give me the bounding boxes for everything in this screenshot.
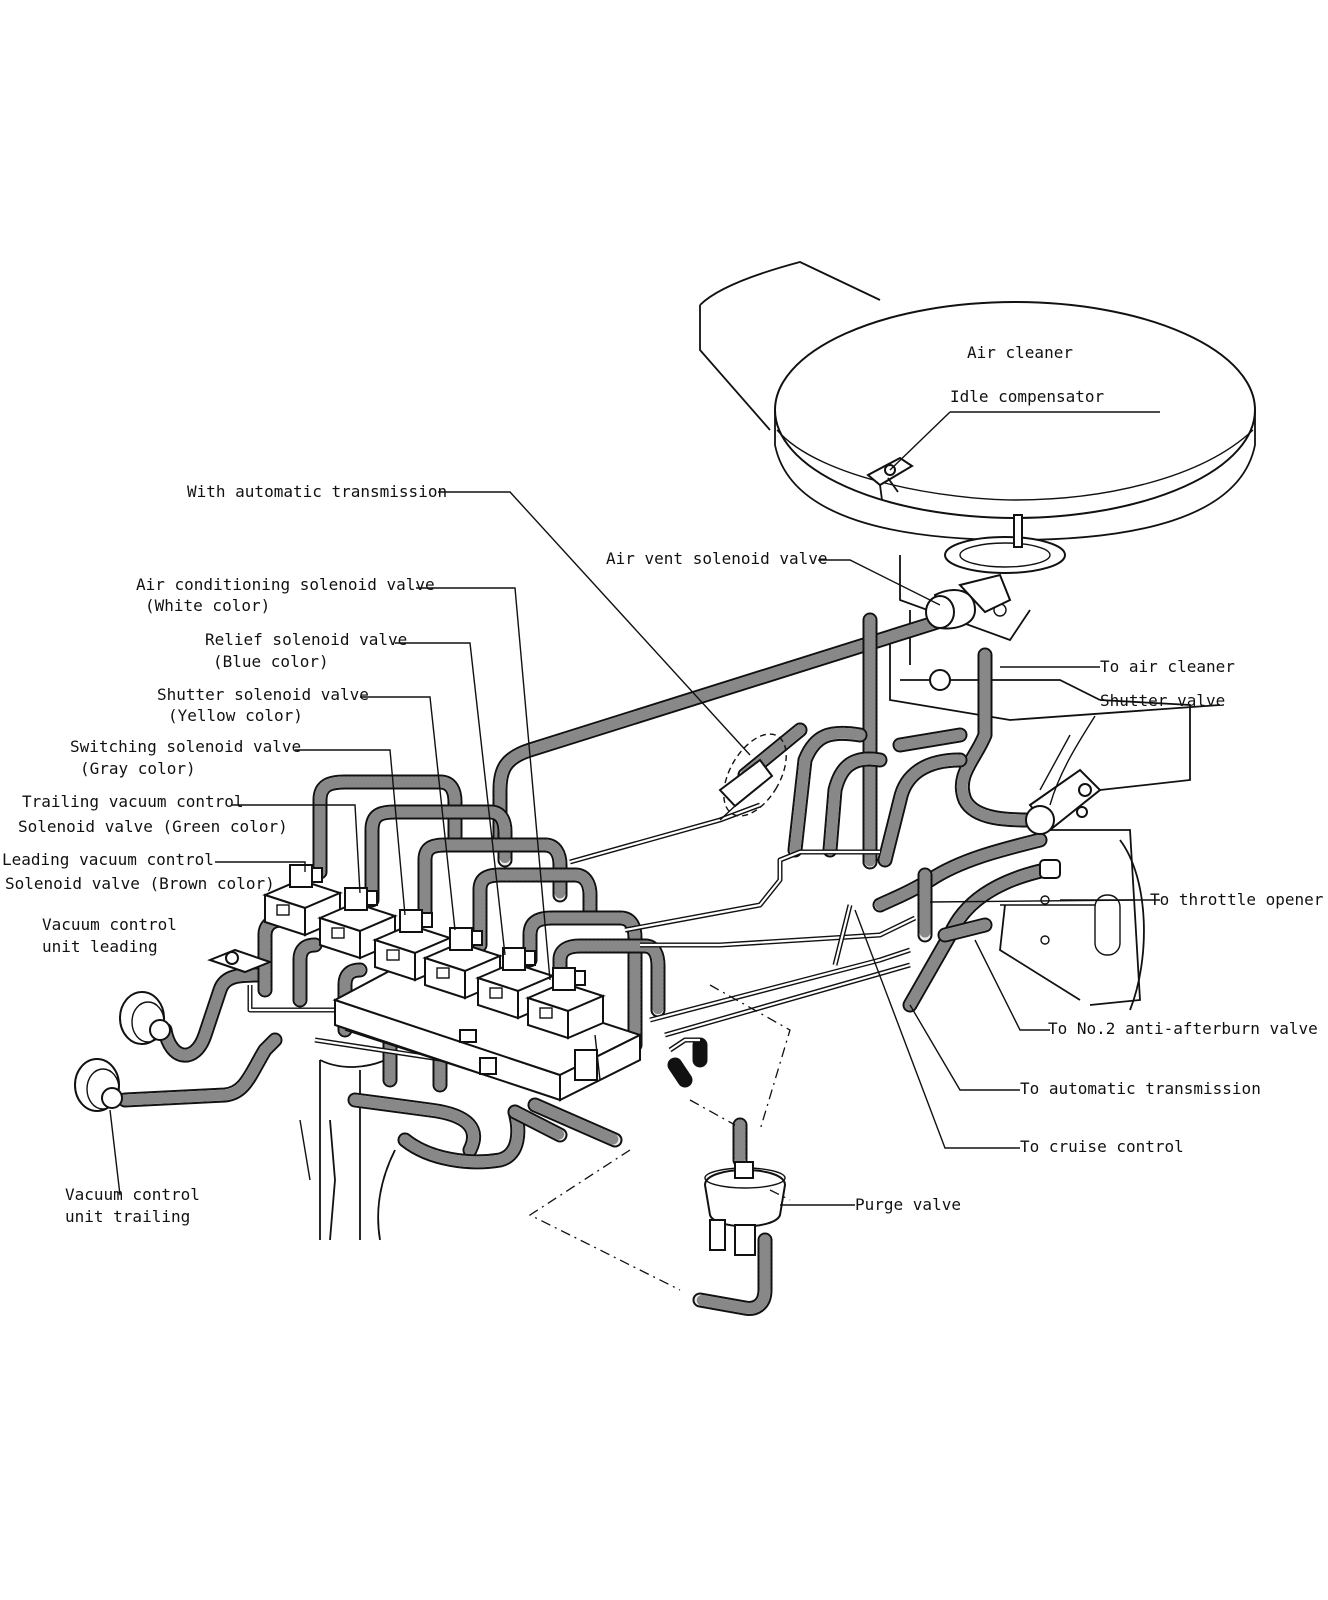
leader-lines xyxy=(109,411,1160,1206)
label-switching-solenoid-valve: Switching solenoid valve xyxy=(70,737,301,756)
label-with-automatic-transmission: With automatic transmission xyxy=(187,482,447,501)
labels: Air cleaner Idle compensator With automa… xyxy=(2,343,1324,1226)
purge-valve-part xyxy=(703,1161,787,1256)
label-leading-solenoid-valve-brown: Solenoid valve (Brown color) xyxy=(5,874,275,893)
label-white-color: (White color) xyxy=(145,596,270,615)
vacuum-hoses xyxy=(117,610,1053,1316)
shutter-valve-part xyxy=(1025,734,1102,835)
solenoid-valve-air-conditioning-white xyxy=(525,967,606,1040)
label-vacuum-control-unit-leading-1: Vacuum control xyxy=(42,915,177,934)
engine-outline xyxy=(299,261,1221,1241)
automatic-transmission-group xyxy=(718,733,787,821)
label-to-no2-anti-afterburn-valve: To No.2 anti-afterburn valve xyxy=(1048,1019,1318,1038)
label-air-conditioning-solenoid-valve: Air conditioning solenoid valve xyxy=(136,575,435,594)
label-to-cruise-control: To cruise control xyxy=(1020,1137,1184,1156)
solenoid-valve-trailing-green xyxy=(317,887,398,960)
solenoid-valve-shutter-yellow xyxy=(422,927,503,1000)
label-yellow-color: (Yellow color) xyxy=(168,706,303,725)
label-idle-compensator: Idle compensator xyxy=(950,387,1104,406)
vacuum-control-unit-leading xyxy=(119,991,171,1045)
solenoid-valve-bank xyxy=(332,958,643,1102)
label-to-air-cleaner: To air cleaner xyxy=(1100,657,1235,676)
label-shutter-solenoid-valve: Shutter solenoid valve xyxy=(157,685,369,704)
mounting-bracket xyxy=(207,948,273,974)
label-leading-vacuum-control: Leading vacuum control xyxy=(2,850,214,869)
label-air-cleaner: Air cleaner xyxy=(967,343,1073,362)
label-to-throttle-opener: To throttle opener xyxy=(1150,890,1324,909)
vacuum-control-unit-trailing xyxy=(74,1058,123,1112)
label-to-automatic-transmission: To automatic transmission xyxy=(1020,1079,1261,1098)
label-vacuum-control-unit-leading-2: unit leading xyxy=(42,937,158,956)
label-purge-valve: Purge valve xyxy=(855,1195,961,1214)
label-blue-color: (Blue color) xyxy=(213,652,329,671)
air-cleaner-housing xyxy=(774,301,1256,541)
solenoid-valve-switching-gray xyxy=(372,909,453,982)
air-vent-solenoid-valve xyxy=(925,573,1012,630)
solenoid-valve-leading-brown xyxy=(262,864,343,937)
throttle-opener-connector xyxy=(1039,859,1061,879)
label-trailing-solenoid-valve-green: Solenoid valve (Green color) xyxy=(18,817,288,836)
label-vacuum-control-unit-trailing-1: Vacuum control xyxy=(65,1185,200,1204)
label-relief-solenoid-valve: Relief solenoid valve xyxy=(205,630,407,649)
label-vacuum-control-unit-trailing-2: unit trailing xyxy=(65,1207,190,1226)
label-gray-color: (Gray color) xyxy=(80,759,196,778)
purge-valve-dash-lines xyxy=(528,984,791,1291)
label-shutter-valve: Shutter valve xyxy=(1100,691,1225,710)
label-trailing-vacuum-control: Trailing vacuum control xyxy=(22,792,244,811)
label-air-vent-solenoid-valve: Air vent solenoid valve xyxy=(606,549,828,568)
